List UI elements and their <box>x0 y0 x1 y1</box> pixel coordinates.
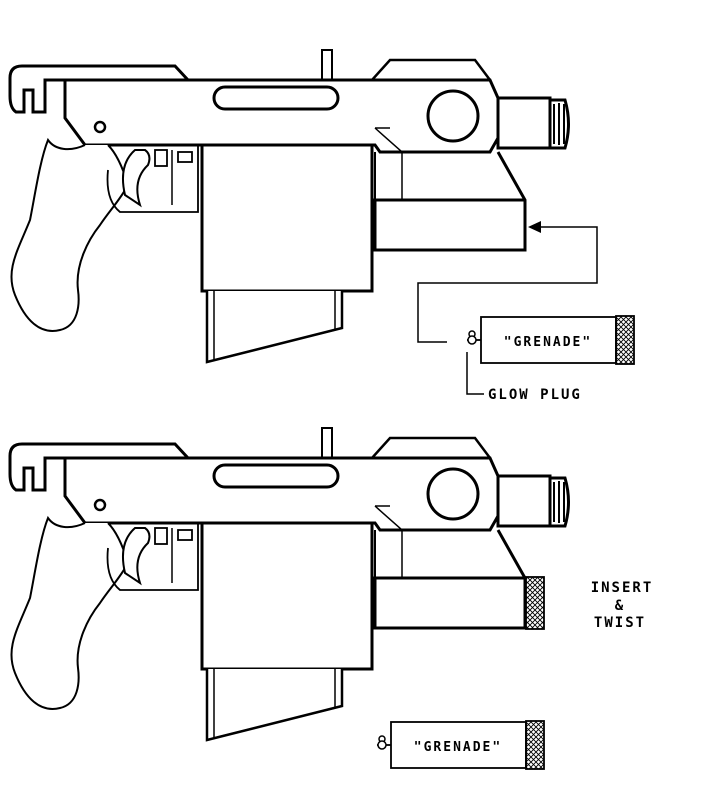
top-weapon-illustration <box>8 48 570 364</box>
bottom-weapon-illustration <box>8 426 570 742</box>
insert-arrow-head <box>528 221 541 233</box>
instruction-twist: TWIST <box>594 615 646 631</box>
inserted-grenade-cap <box>525 576 545 630</box>
bottom-grenade-label: "GRENADE" <box>414 740 502 755</box>
glow-plug-leader <box>466 352 484 395</box>
top-grenade-label: "GRENADE" <box>504 335 592 350</box>
instruction-and: & <box>615 598 625 614</box>
glow-plug-label: GLOW PLUG <box>488 387 582 403</box>
insert-arrow-line <box>417 226 598 343</box>
instruction-insert: INSERT <box>591 580 654 596</box>
